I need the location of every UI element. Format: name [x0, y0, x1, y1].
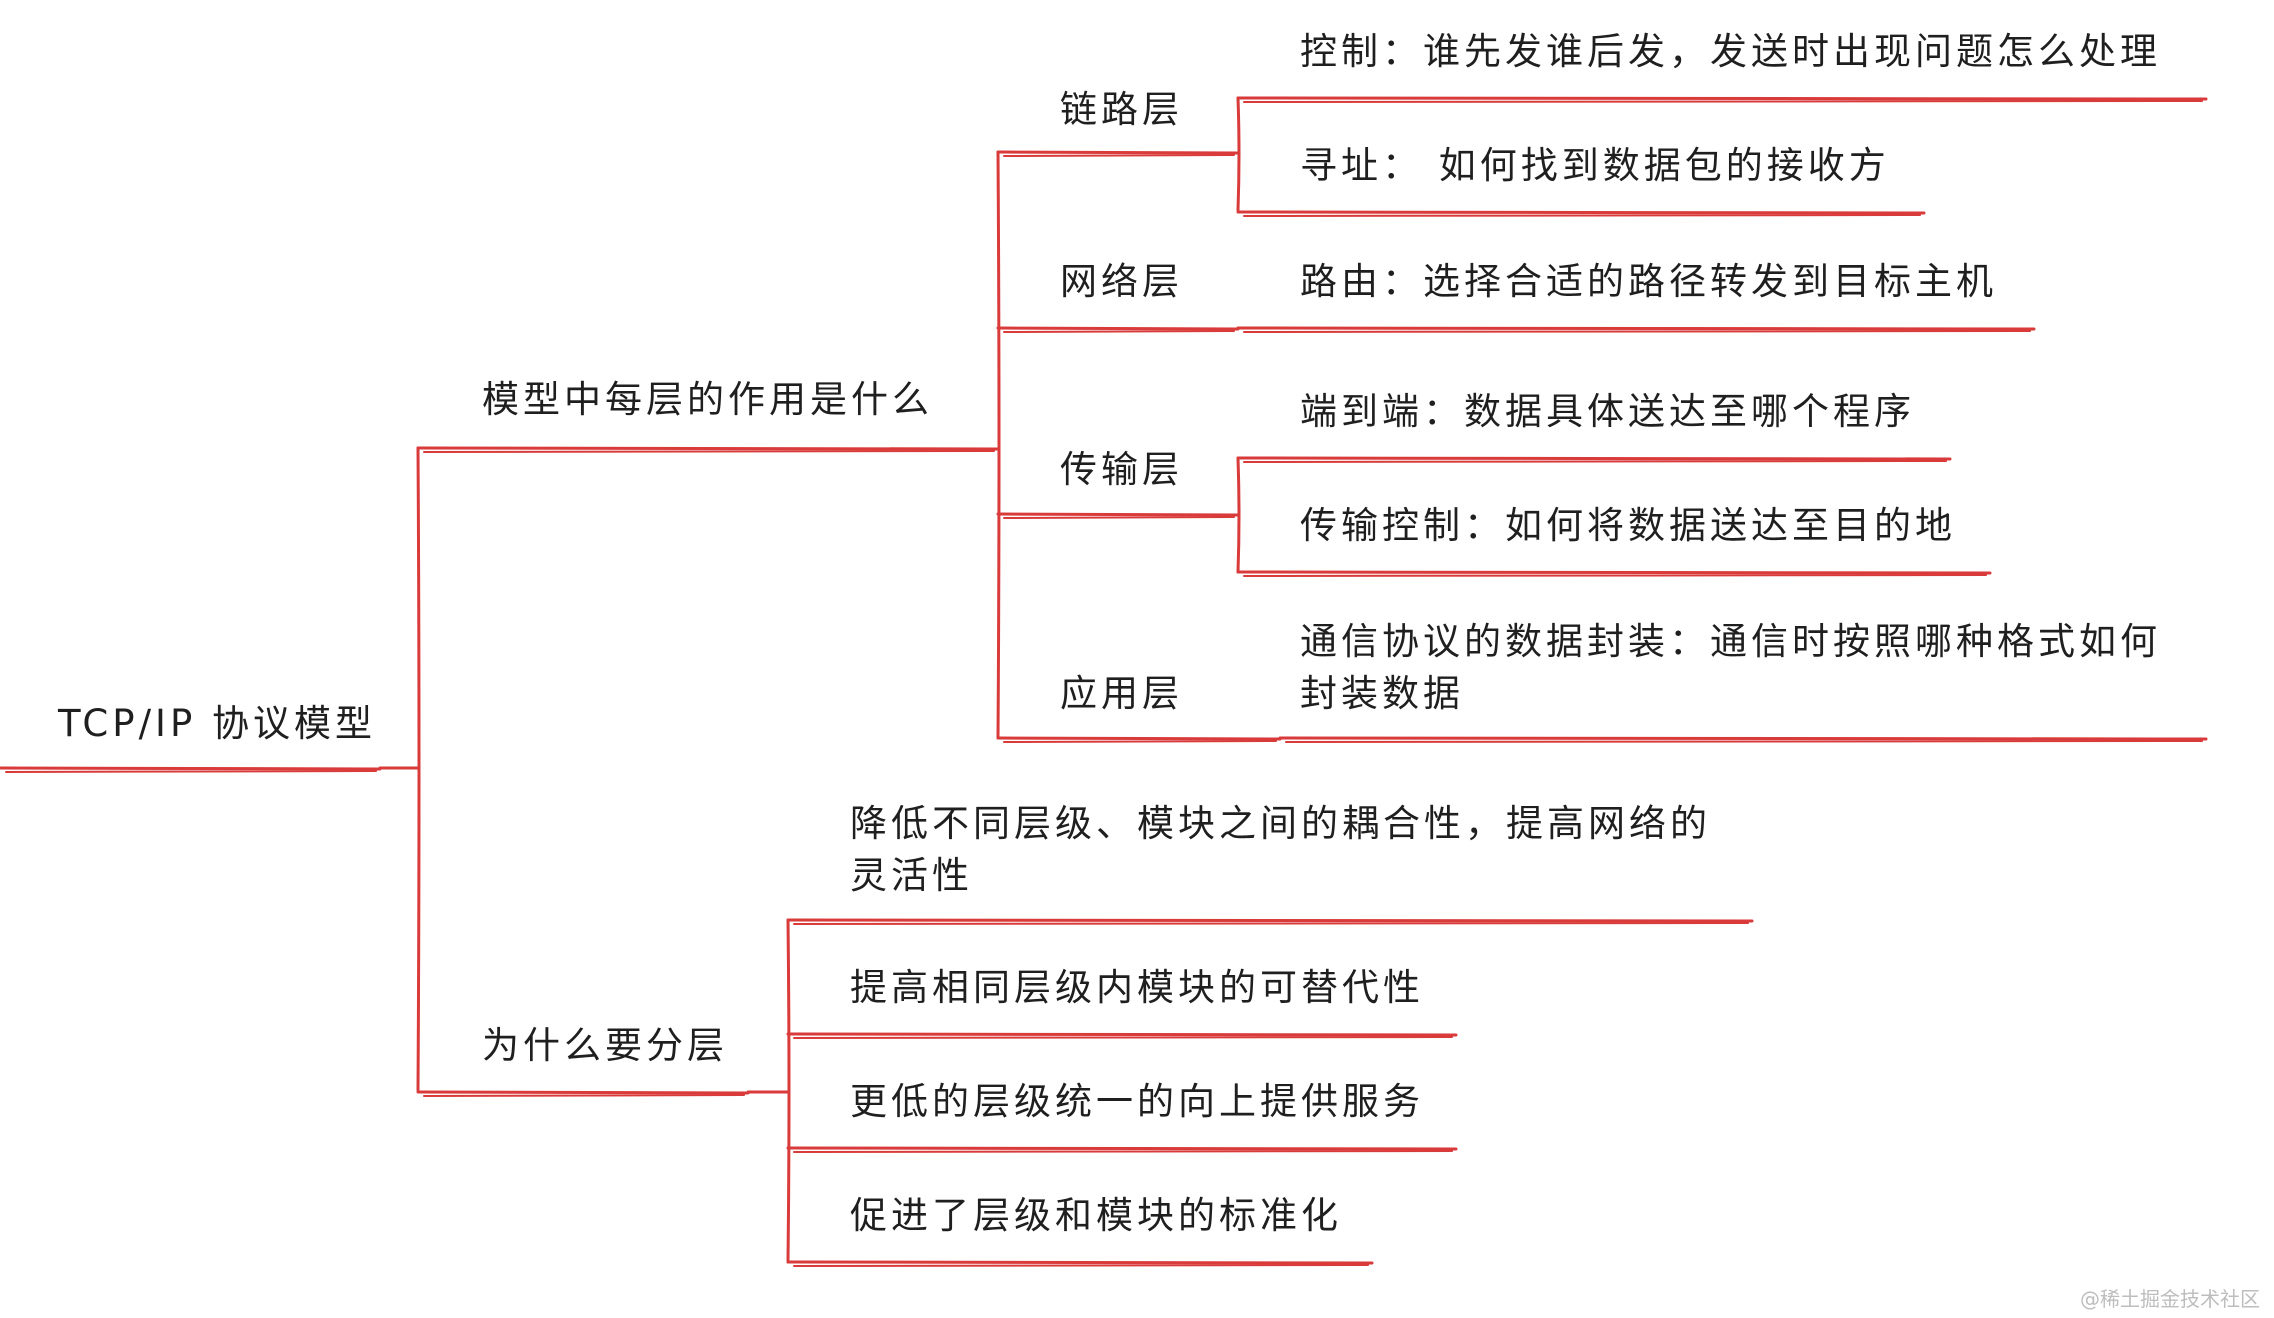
branch2-underline-sketch [423, 1094, 745, 1097]
layer-network-underline [996, 326, 1240, 331]
link-control-underline-sketch [1243, 100, 2203, 103]
network-routing-underline-sketch [1243, 330, 2031, 333]
why-decoupling-underline-sketch [793, 922, 1749, 925]
layer-transport-underline [996, 512, 1240, 517]
watermark: @稀土掘金技术社区 [2080, 1287, 2260, 1311]
application-encapsulation-underline-sketch [1285, 740, 2203, 743]
branch1-underline [416, 446, 1000, 451]
link-addressing-underline-sketch [1243, 214, 1921, 217]
why-unified-service-underline [786, 1146, 1458, 1151]
link-addressing-underline [1236, 210, 1926, 215]
layer-application-label: 应用层 [1060, 672, 1183, 715]
layer-application-underline [996, 736, 1282, 741]
root-underline [0, 766, 382, 771]
network-routing-note: 路由：选择合适的路径转发到目标主机 [1300, 260, 1997, 303]
link-control-underline [1236, 96, 2208, 101]
layer-link-underline [996, 150, 1240, 155]
layer-link-underline-sketch [1003, 154, 1235, 157]
root-node-label: TCP/IP 协议模型 [58, 702, 377, 745]
why-unified-service-underline-sketch [793, 1150, 1453, 1153]
layer-transport-underline-sketch [1003, 516, 1235, 519]
layer-link-label: 链路层 [1060, 88, 1183, 131]
branch-layer-roles-label: 模型中每层的作用是什么 [482, 378, 933, 421]
link-control-note: 控制：谁先发谁后发，发送时出现问题怎么处理 [1300, 30, 2161, 73]
layer-network-underline-sketch [1003, 330, 1235, 333]
layer-transport-label: 传输层 [1060, 448, 1183, 491]
why-unified-service-note: 更低的层级统一的向上提供服务 [850, 1080, 1424, 1123]
root-underline-sketch [5, 770, 377, 773]
transport-control-underline [1236, 570, 1992, 575]
why-replaceability-underline-sketch [793, 1036, 1453, 1039]
why-standardization-underline [786, 1260, 1374, 1265]
transport-control-note: 传输控制：如何将数据送达至目的地 [1300, 504, 1956, 547]
transport-fork-bar [1236, 456, 1241, 574]
network-routing-underline [1236, 326, 2036, 331]
transport-end-to-end-underline [1236, 456, 1952, 461]
link-addressing-note: 寻址： 如何找到数据包的接收方 [1300, 144, 1890, 187]
why-standardization-underline-sketch [793, 1264, 1369, 1267]
transport-control-underline-sketch [1243, 574, 1987, 577]
branch1-underline-sketch [423, 450, 995, 453]
branch-why-layering-label: 为什么要分层 [482, 1024, 728, 1067]
branch1-fork-bar [996, 150, 1001, 740]
layer-application-underline-sketch [1003, 740, 1277, 743]
application-encapsulation-underline [1278, 736, 2208, 741]
why-replaceability-underline [786, 1032, 1458, 1037]
branch2-underline [416, 1090, 750, 1095]
transport-end-to-end-note: 端到端：数据具体送达至哪个程序 [1300, 390, 1915, 433]
why-replaceability-note: 提高相同层级内模块的可替代性 [850, 966, 1424, 1009]
why-standardization-note: 促进了层级和模块的标准化 [850, 1194, 1342, 1237]
why-decoupling-note: 降低不同层级、模块之间的耦合性，提高网络的灵活性 [850, 802, 1711, 897]
application-encapsulation-note: 通信协议的数据封装：通信时按照哪种格式如何封装数据 [1300, 620, 2161, 715]
link-fork-bar [1236, 96, 1241, 212]
layer-network-label: 网络层 [1060, 260, 1183, 303]
why-decoupling-underline [786, 918, 1754, 923]
transport-end-to-end-underline-sketch [1243, 460, 1947, 463]
